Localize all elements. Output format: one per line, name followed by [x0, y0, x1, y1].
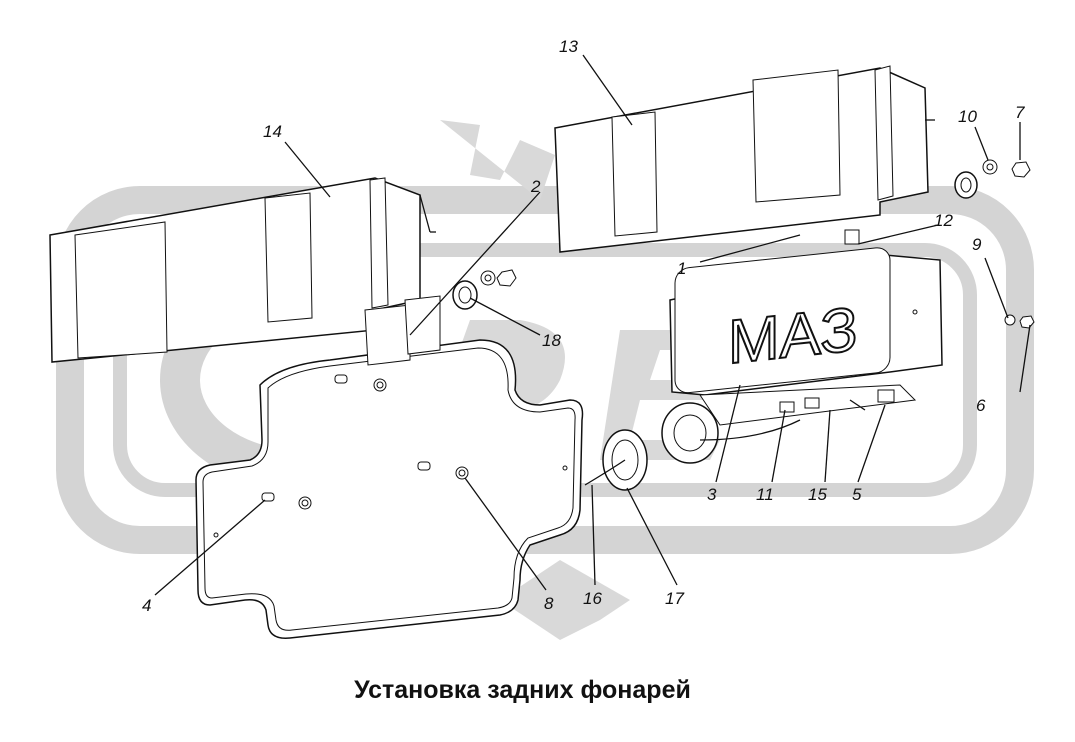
callout-labels: 1 2 3 4 5 6 7 8 9 10 11 12 13 14 15 16 1…	[142, 37, 1025, 615]
callout-10: 10	[958, 107, 977, 126]
left-lamp-housing	[49, 177, 436, 363]
cable-grommet	[584, 402, 801, 491]
callout-7: 7	[1015, 103, 1025, 122]
plate-light-unit	[699, 384, 917, 426]
diagram-caption: Установка задних фонарей	[354, 676, 691, 704]
callout-1: 1	[677, 259, 686, 278]
callout-16: 16	[583, 589, 602, 608]
mounting-bracket-plate	[195, 295, 584, 639]
callout-15: 15	[808, 485, 827, 504]
callout-9: 9	[972, 235, 982, 254]
callout-13: 13	[559, 37, 578, 56]
callout-2: 2	[530, 177, 541, 196]
callout-12: 12	[934, 211, 953, 230]
right-lamp-housing	[554, 65, 935, 253]
callout-18: 18	[542, 331, 561, 350]
left-washer-nut-set	[452, 269, 517, 310]
plate-text: МАЗ	[728, 295, 858, 377]
callout-6: 6	[976, 396, 986, 415]
callout-11: 11	[756, 485, 774, 504]
callout-5: 5	[852, 485, 862, 504]
callout-8: 8	[544, 594, 554, 613]
callout-4: 4	[142, 596, 151, 615]
leader-lines	[154, 54, 1031, 596]
right-washer-nut-set	[844, 159, 1035, 329]
license-plate: МАЗ	[669, 247, 943, 396]
callout-3: 3	[707, 485, 717, 504]
bracket-fasteners	[213, 374, 568, 538]
callout-14: 14	[263, 122, 282, 141]
callout-17: 17	[665, 589, 684, 608]
